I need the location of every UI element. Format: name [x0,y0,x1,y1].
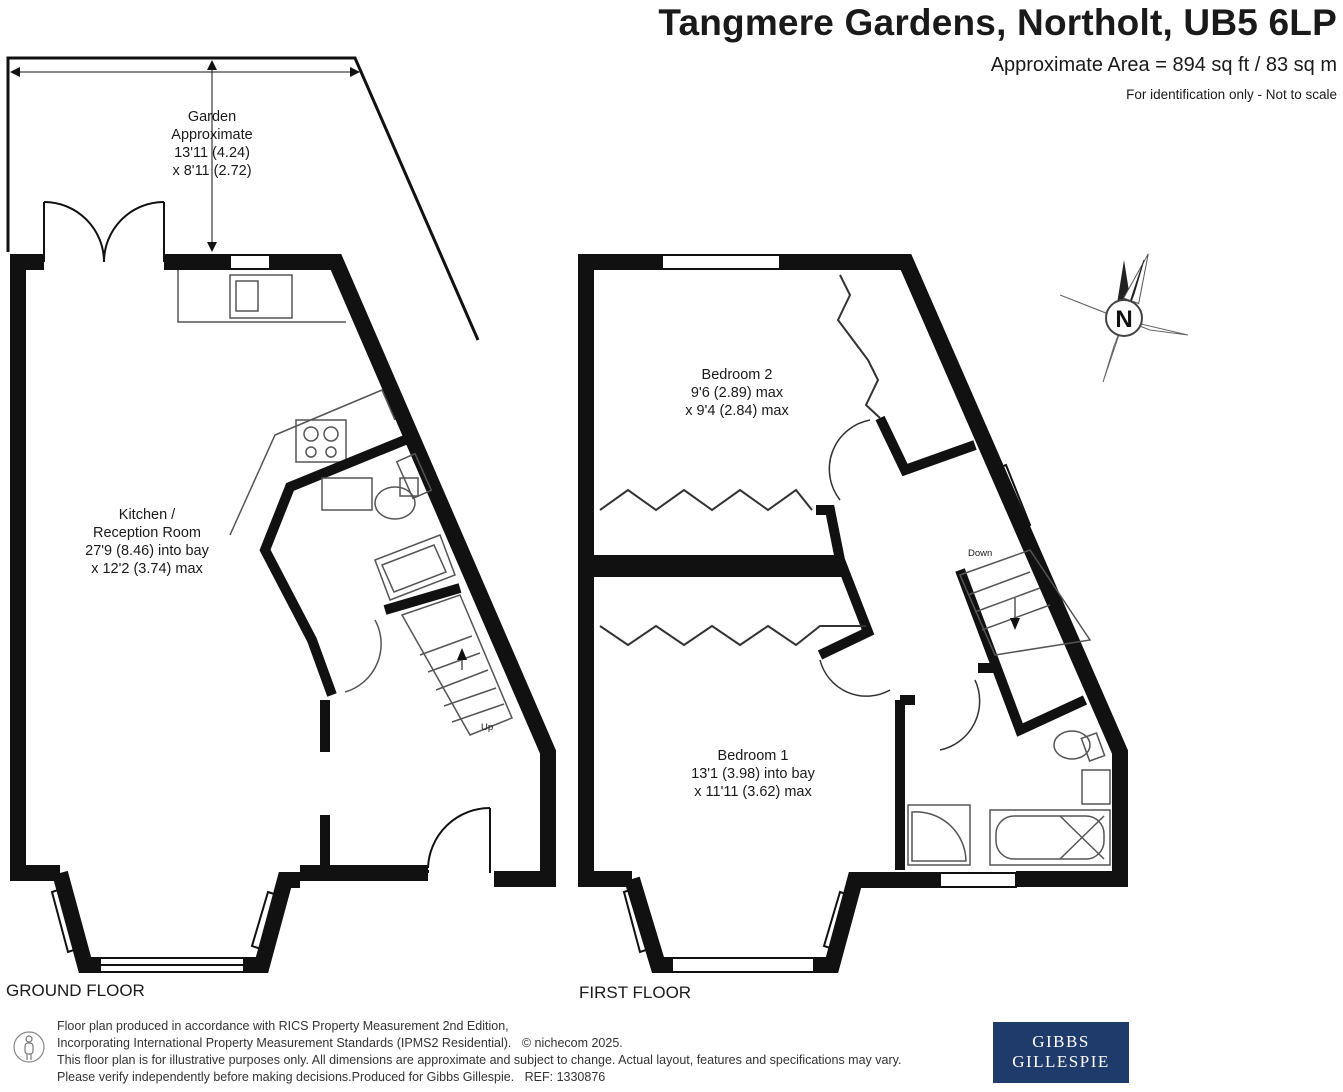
garden-outline [6,56,480,341]
garden-french-doors [43,201,165,263]
footer-line2: Incorporating International Property Mea… [57,1036,512,1050]
ground-floor-label: GROUND FLOOR [6,981,145,1000]
bedroom1-dim1: 13'1 (3.98) into bay [691,766,815,782]
page-title: Tangmere Gardens, Northolt, UB5 6LP [658,2,1337,43]
first-floor-doors [819,419,981,751]
bedroom1-name: Bedroom 1 [717,748,789,764]
garden-approximate: Approximate [171,127,253,143]
bedroom2-dim2: x 9'4 (2.84) max [685,403,789,419]
kitchen-label: Kitchen / Reception Room 27'9 (8.46) int… [47,506,247,578]
first-floor-label: FIRST FLOOR [579,983,692,1002]
bathroom-fixtures [907,730,1111,866]
front-door [427,807,491,873]
footer-copyright: © nichecom 2025. [521,1036,623,1050]
agency-logo: GIBBS GILLESPIE [993,1022,1129,1083]
garden-dim1: 13'11 (4.24) [174,145,250,161]
garden-label: Garden Approximate 13'11 (4.24) x 8'11 (… [112,108,312,180]
stair-arrow-down [1010,618,1020,630]
compass-letter: N [1115,306,1132,333]
first-floor-windows [622,254,1032,973]
logo-line1: GIBBS [1032,1032,1090,1051]
stairs-down-label: Down [968,548,993,559]
ground-floor-bay-windows [50,254,282,973]
bedroom2-dim1: 9'6 (2.89) max [690,385,784,401]
approximate-area: Approximate Area = 894 sq ft / 83 sq m [990,54,1337,76]
bedroom1-label: Bedroom 1 13'1 (3.98) into bay x 11'11 (… [653,747,853,801]
garden-dim2: x 8'11 (2.72) [172,163,252,179]
kitchen-dim2: x 12'2 (3.74) max [91,561,203,577]
footer-line4: Please verify independently before makin… [57,1070,515,1084]
bedroom2-label: Bedroom 2 9'6 (2.89) max x 9'4 (2.84) ma… [637,366,837,420]
garden-name: Garden [187,109,237,125]
bedroom1-dim2: x 11'11 (3.62) max [694,784,812,800]
first-floor-partitions [816,415,1088,870]
wardrobes [599,274,881,647]
compass-icon: N [1059,253,1189,383]
person-scale-icon [13,1031,45,1063]
first-floor-stairs [958,549,1092,656]
footer-line3: This floor plan is for illustrative purp… [57,1053,902,1067]
ground-stairs [400,594,513,736]
garden-dimension-arrows [14,62,352,250]
kitchen-name1: Kitchen / [118,507,176,523]
stairs-up-label: Up [481,722,494,733]
footer-line1: Floor plan produced in accordance with R… [57,1019,509,1033]
kitchen-worktop [177,270,396,536]
kitchen-dim1: 27'9 (8.46) into bay [85,543,209,559]
shower-room-walls [259,435,462,873]
footer-disclaimer: Floor plan produced in accordance with R… [57,1018,901,1086]
kitchen-name2: Reception Room [93,525,201,541]
shower-room-fixtures [321,452,456,693]
bedroom2-name: Bedroom 2 [701,367,773,383]
stair-arrow-up [457,648,467,660]
identification-note: For identification only - Not to scale [1126,87,1337,102]
logo-line2: GILLESPIE [1012,1052,1110,1071]
footer-ref: REF: 1330876 [524,1070,606,1084]
